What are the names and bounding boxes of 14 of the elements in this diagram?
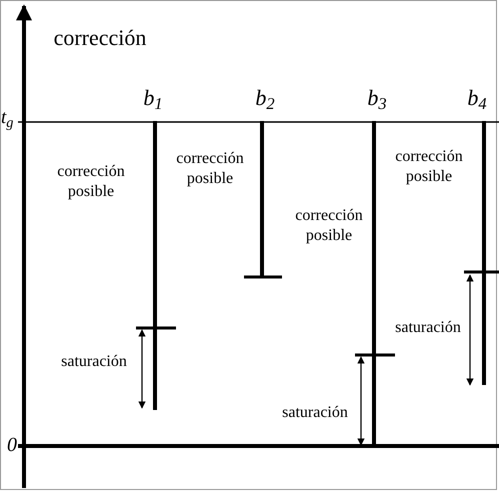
axis-label: b$_{4}$ (466, 84, 488, 112)
axis-label: t$_{g}$ (1, 106, 14, 130)
axis-label: 0 (6, 433, 18, 458)
axis-label: corrección posible (175, 149, 245, 189)
axis-label: corrección posible (56, 162, 126, 202)
axis-label: saturación (60, 352, 128, 372)
axis-label: b$_{3}$ (366, 84, 388, 112)
axis-label: corrección posible (394, 147, 464, 187)
axis-label: corrección posible (294, 206, 364, 246)
axis-label: corrección (52, 24, 148, 52)
axis-label: b$_{2}$ (254, 84, 276, 112)
axis-label: saturación (281, 403, 349, 423)
axis-label: b$_{1}$ (142, 84, 164, 112)
axis-label: saturación (394, 318, 462, 338)
